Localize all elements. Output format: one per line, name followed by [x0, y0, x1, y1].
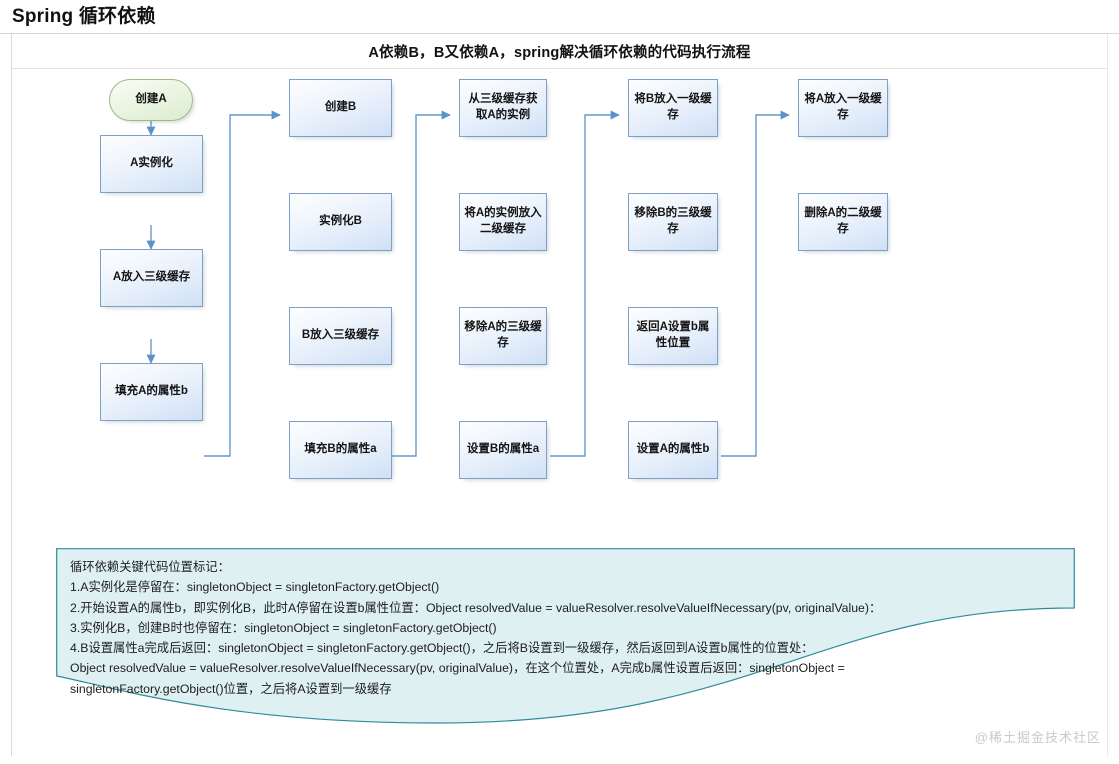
flowchart-canvas: 创建A A实例化 A放入三级缓存 填充A的属性b 创建B 实例化B B放入三级缓…: [12, 69, 1107, 529]
watermark: @稀土掘金技术社区: [974, 730, 1101, 745]
flow-node-remove-a-l3[interactable]: 移除A的三级缓存: [459, 307, 547, 365]
page-title: Spring 循环依赖: [12, 6, 156, 27]
flow-node-a-instantiate[interactable]: A实例化: [100, 135, 203, 193]
note-line-4: 4.B设置属性a完成后返回：singletonObject = singleto…: [70, 641, 814, 656]
title-divider: [0, 33, 1119, 34]
edge-n12-n13: [550, 110, 620, 457]
note-line-2: 2.开始设置A的属性b，即实例化B，此时A停留在设置b属性位置：Object r…: [70, 600, 882, 615]
flow-node-a-to-l1-cache[interactable]: 将A放入一级缓存: [798, 79, 888, 137]
note-line-6: singletonFactory.getObject()位置，之后将A设置到一级…: [70, 681, 392, 696]
note-line-3: 3.实例化B，创建B时也停留在：singletonObject = single…: [70, 620, 497, 635]
flow-node-b-to-l3-cache[interactable]: B放入三级缓存: [289, 307, 392, 365]
flow-node-b-instantiate[interactable]: 实例化B: [289, 193, 392, 251]
flow-node-set-a-prop-b[interactable]: 设置A的属性b: [628, 421, 718, 479]
chart-container: A依赖B，B又依赖A，spring解决循环依赖的代码执行流程: [11, 34, 1108, 756]
flow-node-create-a[interactable]: 创建A: [109, 79, 193, 121]
edge-n8-n9: [390, 110, 451, 457]
flow-node-a-to-l2-cache[interactable]: 将A的实例放入二级缓存: [459, 193, 547, 251]
chart-header: A依赖B，B又依赖A，spring解决循环依赖的代码执行流程: [12, 34, 1107, 69]
flow-node-a-to-l3-cache[interactable]: A放入三级缓存: [100, 249, 203, 307]
flow-node-b-populate-a[interactable]: 填充B的属性a: [289, 421, 392, 479]
flow-node-remove-b-l3[interactable]: 移除B的三级缓存: [628, 193, 718, 251]
note-line-1: 1.A实例化是停留在：singletonObject = singletonFa…: [70, 580, 440, 595]
flow-node-return-to-a[interactable]: 返回A设置b属性位置: [628, 307, 718, 365]
flow-node-b-to-l1-cache[interactable]: 将B放入一级缓存: [628, 79, 718, 137]
note-panel: 循环依赖关键代码位置标记： 1.A实例化是停留在：singletonObject…: [56, 548, 1075, 733]
flow-node-delete-a-l2[interactable]: 删除A的二级缓存: [798, 193, 888, 251]
note-heading: 循环依赖关键代码位置标记：: [70, 560, 230, 574]
note-line-5: Object resolvedValue = valueResolver.res…: [70, 661, 845, 676]
edge-n4-n5: [204, 110, 281, 457]
chart-header-title: A依赖B，B又依赖A，spring解决循环依赖的代码执行流程: [368, 44, 751, 61]
note-text: 循环依赖关键代码位置标记： 1.A实例化是停留在：singletonObject…: [56, 548, 1075, 699]
flow-node-set-b-prop-a[interactable]: 设置B的属性a: [459, 421, 547, 479]
flow-node-a-populate-b[interactable]: 填充A的属性b: [100, 363, 203, 421]
flow-node-get-a-from-l3[interactable]: 从三级缓存获取A的实例: [459, 79, 547, 137]
flow-node-create-b[interactable]: 创建B: [289, 79, 392, 137]
note-panel-shape: [56, 548, 1075, 724]
edge-n16-n17: [721, 110, 790, 457]
